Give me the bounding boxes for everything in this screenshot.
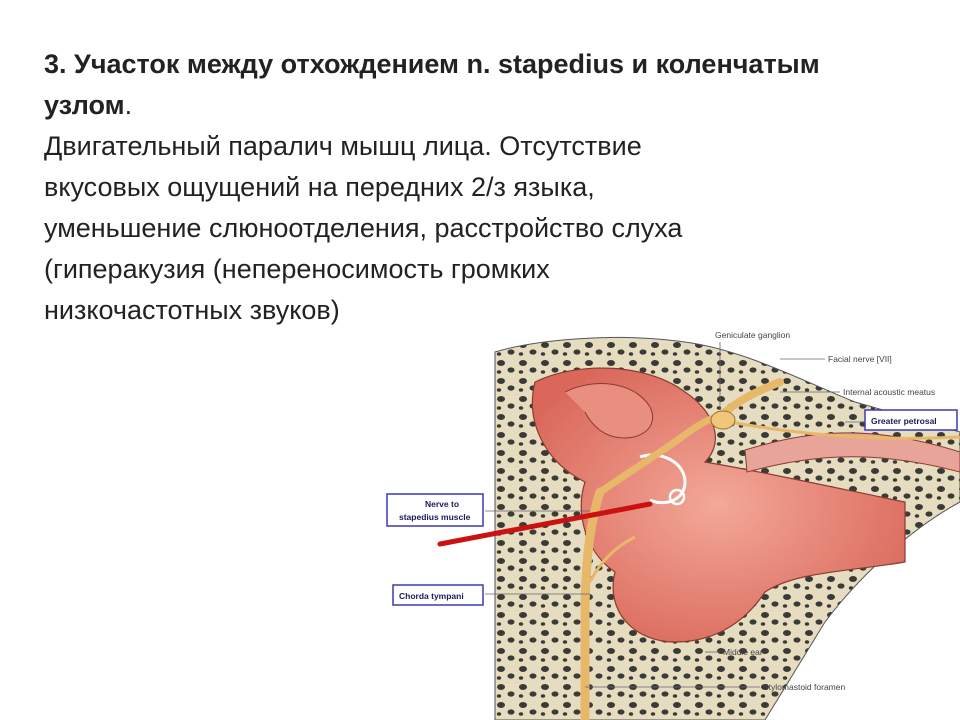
facial-nerve-descending [580, 487, 605, 720]
lesion-marker-line [437, 501, 653, 547]
label-geniculate-ganglion: Geniculate ganglion [715, 330, 790, 340]
label-stylomastoid-foramen: Stylomastoid foramen [763, 682, 845, 692]
chorda-tympani-box [392, 584, 484, 606]
anatomy-illustration: Geniculate ganglion Facial nerve [VII] I… [386, 330, 960, 720]
facial-nerve [596, 413, 724, 496]
internal-acoustic-meatus [744, 432, 960, 473]
label-chorda-tympani: Chorda tympani [399, 591, 464, 601]
label-nerve-to-stapedius-2: stapedius muscle [399, 512, 471, 522]
slide-body: Двигательный паралич мышц лица. Отсутств… [44, 126, 844, 331]
stapes-footplate [668, 488, 686, 506]
body-line-2: вкусовых ощущений на передних 2/з языка, [44, 172, 595, 202]
label-nerve-to-stapedius-1: Nerve to [425, 499, 459, 509]
chorda-tympani-nerve [588, 535, 636, 583]
slide-text-block: 3. Участок между отхождением n. stapediu… [44, 44, 844, 331]
body-line-5: низкочастотных звуков) [44, 295, 340, 325]
nerve-to-stapedius-box [386, 493, 484, 527]
geniculate-ganglion-shape [710, 410, 736, 430]
greater-petrosal-box [864, 409, 958, 431]
slide-title-text: 3. Участок между отхождением n. stapediu… [44, 49, 820, 120]
anatomy-figure: Geniculate ganglion Facial nerve [VII] I… [385, 322, 960, 720]
slide-title: 3. Участок между отхождением n. stapediu… [44, 49, 820, 120]
body-line-4: (гиперакузия (непереносимость громких [44, 254, 550, 284]
label-facial-nerve: Facial nerve [VII] [828, 354, 892, 364]
body-line-1: Двигательный паралич мышц лица. Отсутств… [44, 131, 642, 161]
label-middle-ear: Middle ear [723, 647, 763, 657]
label-internal-acoustic-meatus: Internal acoustic meatus [843, 387, 935, 397]
ossicles [564, 383, 653, 439]
slide-title-period: . [124, 90, 133, 120]
greater-petrosal-nerve [729, 420, 960, 440]
leader-lines [485, 342, 865, 688]
body-line-3: уменьшение слюноотделения, расстройство … [44, 213, 683, 243]
label-greater-petrosal: Greater petrosal [871, 416, 937, 426]
